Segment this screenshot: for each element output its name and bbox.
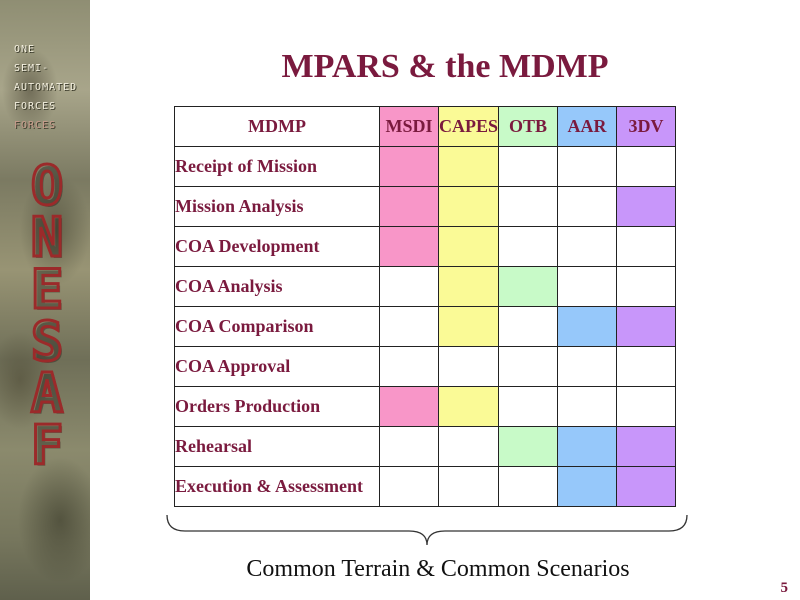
cell-capes-used <box>437 146 500 187</box>
cell-aar-empty <box>557 186 618 227</box>
grouping-brace <box>166 514 688 546</box>
cell-msdi-used <box>379 146 439 187</box>
cell-msdi-used <box>379 226 439 267</box>
table-header-row: MDMP MSDI CAPES OTB AAR 3DV <box>174 106 677 147</box>
logo-letter-a: A <box>29 362 65 425</box>
footer-caption: Common Terrain & Common Scenarios <box>246 556 630 582</box>
header-tool-msdi: MSDI <box>379 106 439 147</box>
table-row: Execution & Assessment <box>174 466 677 507</box>
cell-msdi-used <box>379 386 439 427</box>
row-label-cell: Orders Production <box>174 386 380 427</box>
mdmp-step-label: Orders Production <box>175 396 321 416</box>
tagline-line-2: SEMI- <box>14 63 50 74</box>
tagline-line-4: FORCES <box>14 101 57 112</box>
logo-letter-n: N <box>29 206 65 269</box>
mdmp-tool-matrix: MDMP MSDI CAPES OTB AAR 3DV Receipt of M… <box>174 106 677 507</box>
tagline-line-faded: FORCES <box>14 120 57 131</box>
cell-3dv-empty <box>616 266 677 307</box>
cell-aar-empty <box>557 146 618 187</box>
cell-aar-used <box>557 306 618 347</box>
cell-msdi-empty <box>379 466 439 507</box>
cell-capes-used <box>437 186 500 227</box>
row-label-cell: COA Comparison <box>174 306 380 347</box>
cell-otb-used <box>498 426 559 467</box>
cell-otb-empty <box>498 186 559 227</box>
cell-3dv-empty <box>616 226 677 267</box>
slide-title: MPARS & the MDMP <box>281 48 609 85</box>
row-label-cell: Receipt of Mission <box>174 146 380 187</box>
row-label-cell: COA Approval <box>174 346 380 387</box>
row-label-cell: COA Analysis <box>174 266 380 307</box>
row-label-cell: COA Development <box>174 226 380 267</box>
header-mdmp: MDMP <box>174 106 380 147</box>
cell-aar-empty <box>557 386 618 427</box>
cell-otb-used <box>498 266 559 307</box>
cell-capes-used <box>437 306 500 347</box>
cell-3dv-used <box>616 186 677 227</box>
header-tool-aar: AAR <box>557 106 618 147</box>
cell-3dv-empty <box>616 346 677 387</box>
cell-capes-empty <box>437 426 500 467</box>
cell-msdi-empty <box>379 346 439 387</box>
mdmp-step-label: Mission Analysis <box>175 196 304 216</box>
cell-msdi-used <box>379 186 439 227</box>
cell-3dv-empty <box>616 146 677 187</box>
mdmp-step-label: Rehearsal <box>175 436 252 456</box>
tagline-line-1: ONE <box>14 44 36 55</box>
cell-capes-used <box>437 386 500 427</box>
tagline-line-3: AUTOMATED <box>14 82 78 93</box>
logo-letter-e: E <box>29 258 65 321</box>
cell-3dv-empty <box>616 386 677 427</box>
logo-letter-o: O <box>29 154 65 217</box>
row-label-cell: Rehearsal <box>174 426 380 467</box>
logo-letter-f: F <box>29 414 65 477</box>
cell-capes-empty <box>437 346 500 387</box>
table-row: COA Development <box>174 226 677 267</box>
mdmp-step-label: Execution & Assessment <box>175 476 363 496</box>
mdmp-step-label: Receipt of Mission <box>175 156 317 176</box>
mdmp-step-label: COA Development <box>175 236 320 256</box>
cell-aar-empty <box>557 266 618 307</box>
cell-otb-empty <box>498 346 559 387</box>
cell-aar-empty <box>557 226 618 267</box>
table-row: Mission Analysis <box>174 186 677 227</box>
table-row: COA Comparison <box>174 306 677 347</box>
cell-capes-used <box>437 266 500 307</box>
cell-3dv-used <box>616 426 677 467</box>
table-row: Receipt of Mission <box>174 146 677 187</box>
cell-otb-empty <box>498 306 559 347</box>
logo-letter-s: S <box>29 310 65 373</box>
table-row: COA Approval <box>174 346 677 387</box>
cell-otb-empty <box>498 386 559 427</box>
cell-aar-used <box>557 426 618 467</box>
cell-otb-empty <box>498 226 559 267</box>
header-tool-capes: CAPES <box>437 106 500 147</box>
mdmp-step-label: COA Approval <box>175 356 291 376</box>
row-label-cell: Execution & Assessment <box>174 466 380 507</box>
page-number: 5 <box>780 580 789 596</box>
cell-capes-empty <box>437 466 500 507</box>
banner-tagline: ONE SEMI- AUTOMATED FORCES FORCES <box>14 40 90 135</box>
mdmp-step-label: COA Analysis <box>175 276 283 296</box>
table-row: Rehearsal <box>174 426 677 467</box>
cell-msdi-empty <box>379 306 439 347</box>
cell-aar-empty <box>557 346 618 387</box>
header-tool-3dv: 3DV <box>616 106 677 147</box>
cell-msdi-empty <box>379 426 439 467</box>
cell-3dv-used <box>616 466 677 507</box>
cell-capes-used <box>437 226 500 267</box>
onesaf-logo: O N E S A F <box>22 154 72 477</box>
table-row: COA Analysis <box>174 266 677 307</box>
mdmp-step-label: COA Comparison <box>175 316 314 336</box>
cell-otb-empty <box>498 466 559 507</box>
cell-msdi-empty <box>379 266 439 307</box>
cell-otb-empty <box>498 146 559 187</box>
row-label-cell: Mission Analysis <box>174 186 380 227</box>
header-tool-otb: OTB <box>498 106 559 147</box>
table-row: Orders Production <box>174 386 677 427</box>
cell-aar-used <box>557 466 618 507</box>
side-banner: ONE SEMI- AUTOMATED FORCES FORCES O N E … <box>0 0 90 600</box>
cell-3dv-used <box>616 306 677 347</box>
